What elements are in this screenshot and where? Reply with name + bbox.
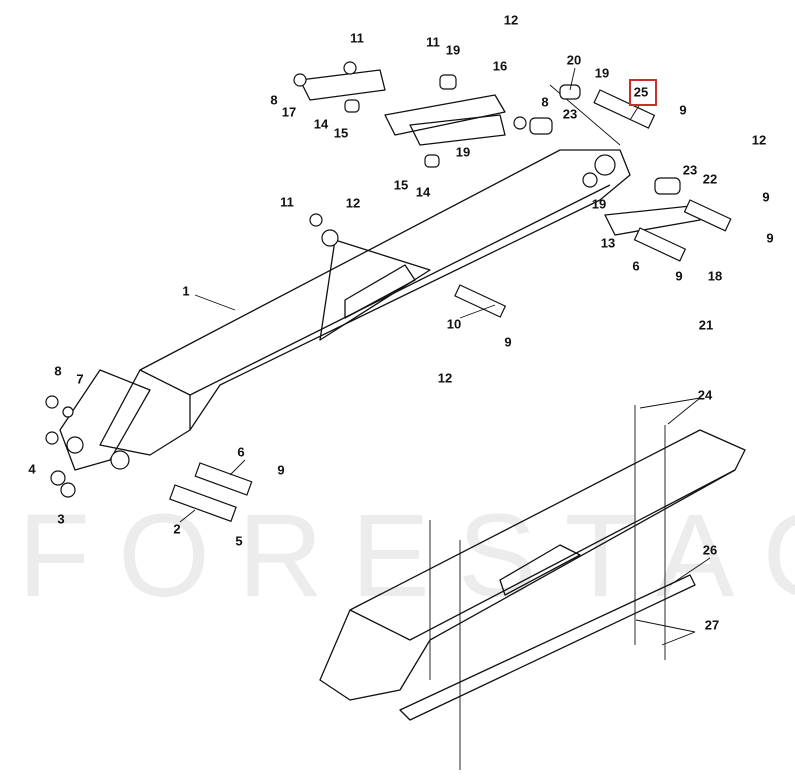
part-label-19: 19	[455, 144, 471, 160]
lower-boom	[319, 397, 746, 770]
part-label-20: 20	[566, 52, 582, 68]
part-label-11: 11	[350, 30, 364, 46]
part-label-15: 15	[393, 177, 409, 193]
part-label-19: 19	[594, 65, 610, 81]
part-label-11: 11	[280, 194, 294, 210]
leader-lines	[179, 67, 711, 586]
part-label-8: 8	[270, 92, 278, 108]
part-label-12: 12	[437, 370, 453, 386]
pins	[45, 61, 732, 523]
part-label-9: 9	[675, 268, 683, 284]
part-label-22: 22	[702, 171, 718, 187]
part-label-9: 9	[766, 230, 774, 246]
part-label-18: 18	[707, 268, 723, 284]
part-label-27: 27	[704, 617, 720, 633]
part-label-9: 9	[762, 189, 770, 205]
part-label-11: 11	[426, 34, 440, 50]
part-label-19: 19	[445, 42, 461, 58]
highlight-box	[629, 79, 657, 106]
part-label-6: 6	[237, 444, 245, 460]
part-label-19: 19	[591, 196, 607, 212]
part-label-14: 14	[313, 116, 329, 132]
watermark: FORESTAGRI	[18, 490, 795, 622]
part-label-6: 6	[632, 258, 640, 274]
part-label-8: 8	[54, 363, 62, 379]
part-label-9: 9	[277, 462, 285, 478]
part-label-23: 23	[562, 106, 578, 122]
part-label-21: 21	[698, 317, 714, 333]
part-label-3: 3	[57, 511, 65, 527]
part-label-25: 25	[633, 84, 649, 100]
part-label-15: 15	[333, 125, 349, 141]
part-label-12: 12	[503, 12, 519, 28]
part-label-17: 17	[281, 104, 297, 120]
part-label-24: 24	[697, 387, 713, 403]
part-label-14: 14	[415, 184, 431, 200]
part-label-26: 26	[702, 542, 718, 558]
part-label-8: 8	[541, 94, 549, 110]
part-label-9: 9	[679, 102, 687, 118]
part-label-7: 7	[76, 371, 84, 387]
part-label-5: 5	[235, 533, 243, 549]
part-label-9: 9	[504, 334, 512, 350]
part-label-1: 1	[182, 283, 190, 299]
part-label-10: 10	[446, 316, 462, 332]
part-label-16: 16	[492, 58, 508, 74]
part-label-23: 23	[682, 162, 698, 178]
part-label-12: 12	[345, 195, 361, 211]
part-label-4: 4	[28, 461, 36, 477]
part-label-12: 12	[751, 132, 767, 148]
main-boom	[59, 149, 631, 471]
part-label-2: 2	[173, 521, 181, 537]
part-label-13: 13	[600, 235, 616, 251]
